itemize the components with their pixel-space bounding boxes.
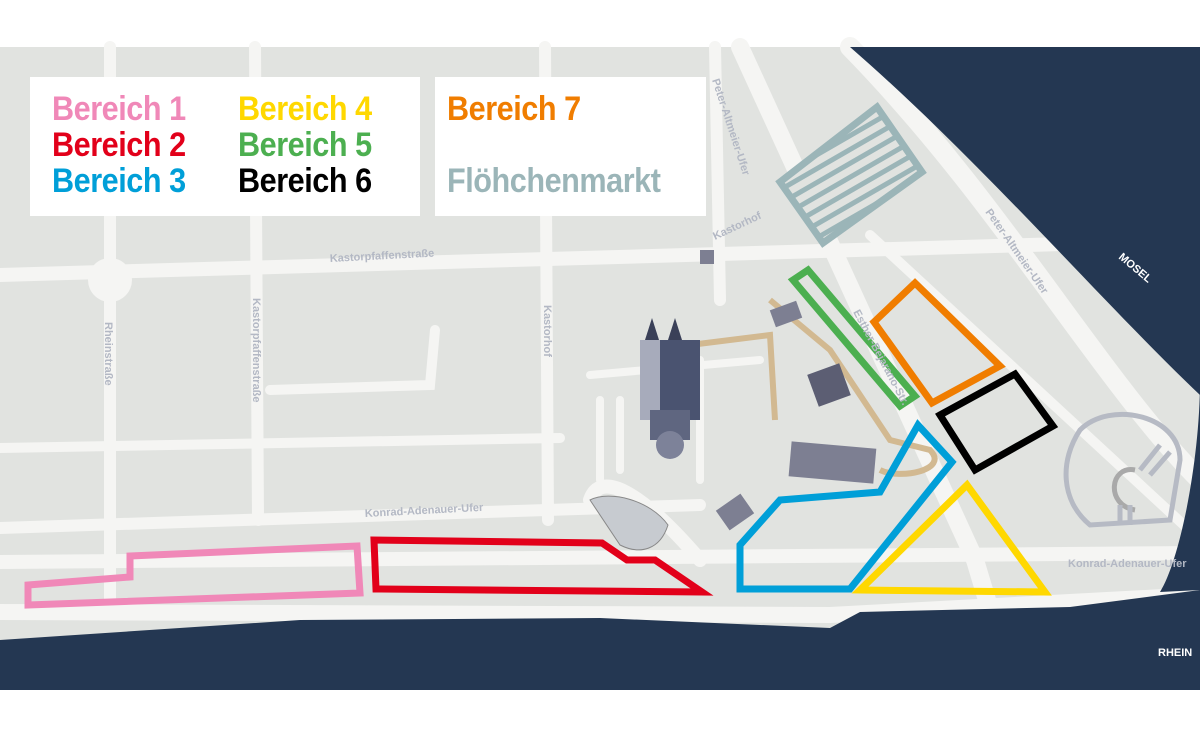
basilica-st-kastor [640, 318, 700, 459]
area-bereich-5[interactable] [787, 265, 921, 411]
street-label: Kastorpfaffenstraße [250, 298, 262, 403]
building [715, 493, 755, 531]
legend-item-bereich-2: Bereich 2 [52, 126, 186, 164]
area-bereich-4[interactable] [851, 479, 1052, 596]
legend-item-bereich-4: Bereich 4 [238, 90, 372, 128]
rhein-river [0, 590, 1200, 690]
area-bereich-6[interactable] [935, 369, 1059, 475]
river-label-rhein: RHEIN [1158, 647, 1192, 659]
area-bereich-2[interactable] [370, 536, 714, 596]
legend-column-1: Bereich 1 Bereich 2 Bereich 3 [52, 91, 186, 199]
legend-item-bereich-6: Bereich 6 [238, 162, 372, 200]
area-bereich-7[interactable] [869, 278, 1006, 408]
street-label: Kastorpfaffenstraße [330, 248, 435, 265]
street-label: Rheinstraße [102, 322, 114, 386]
legend-column-3: Bereich 7 Flöhchenmarkt [447, 90, 661, 200]
legend-box-2: Bereich 7 Flöhchenmarkt [435, 77, 706, 216]
area-bereich-1[interactable] [24, 542, 364, 609]
roundabout [88, 258, 132, 302]
legend-box-1: Bereich 1 Bereich 2 Bereich 3 Bereich 4 … [30, 77, 420, 216]
legend-item-bereich-1: Bereich 1 [52, 90, 186, 128]
building [769, 300, 803, 328]
legend-column-2: Bereich 4 Bereich 5 Bereich 6 [238, 91, 372, 199]
museum-icon [700, 250, 714, 264]
building-deutschherrenhaus [788, 441, 877, 484]
mosel-river-edge [1160, 380, 1200, 592]
deutsches-eck-building [589, 495, 669, 551]
street-label: Konrad-Adenauer-Ufer [1068, 558, 1187, 570]
legend-spacer [447, 127, 660, 163]
building [807, 363, 851, 407]
area-bereich-3[interactable] [736, 419, 957, 593]
kaiser-wilhelm-monument [1063, 412, 1183, 528]
legend-item-bereich-7: Bereich 7 [447, 90, 581, 128]
legend-item-floehchenmarkt: Flöhchenmarkt [447, 162, 661, 200]
mosel-river [850, 47, 1200, 395]
legend-item-bereich-5: Bereich 5 [238, 126, 372, 164]
area-floehchenmarkt[interactable] [775, 101, 927, 248]
street-label: Kastorhof [541, 305, 553, 357]
legend-item-bereich-3: Bereich 3 [52, 162, 186, 200]
